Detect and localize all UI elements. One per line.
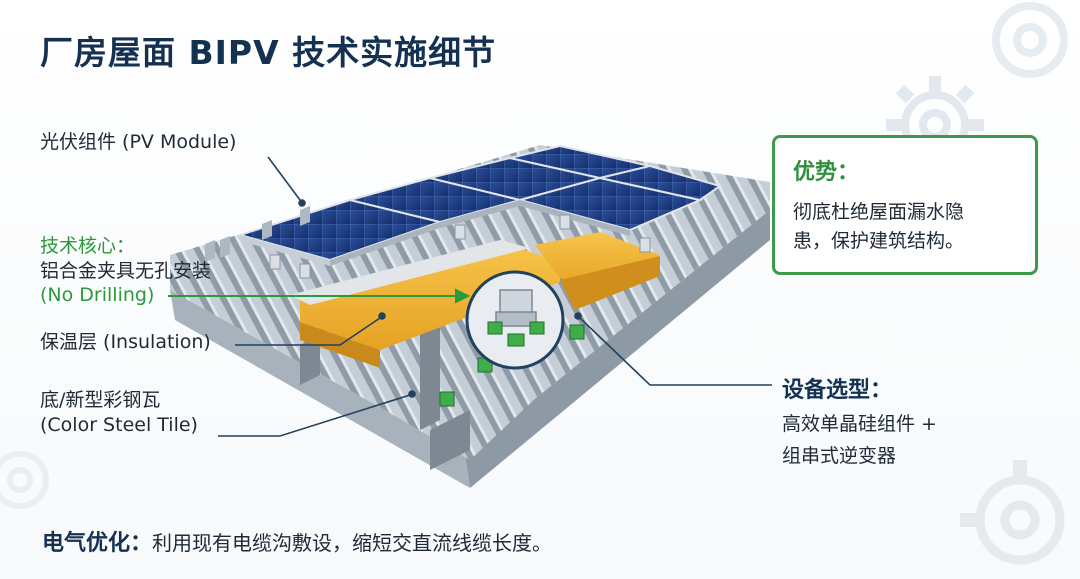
insulation-layer — [290, 232, 660, 368]
footer-title: 电气优化： — [42, 531, 153, 556]
core-note: (No Drilling) — [40, 284, 155, 307]
advantage-box: 优势： 彻底杜绝屋面漏水隐 患，保护建筑结构。 — [772, 135, 1038, 275]
equipment-title: 设备选型： — [782, 378, 893, 403]
callout-lines — [218, 156, 772, 437]
equipment-text: 高效单晶硅组件 + 组串式逆变器 — [782, 408, 937, 473]
label-pv-module: 光伏组件 (PV Module) — [40, 131, 237, 153]
equipment-line2: 组串式逆变器 — [782, 445, 897, 468]
no-drilling-arrow — [168, 288, 471, 304]
footer-text: 利用现有电缆沟敷设，缩短交直流线缆长度。 — [152, 531, 553, 555]
page-title: 厂房屋面 BIPV 技术实施细节 — [40, 33, 497, 72]
gear-icon — [960, 460, 1065, 565]
gear-icon — [0, 451, 49, 509]
label-steel-tile: 底/新型彩钢瓦 (Color Steel Tile) — [40, 388, 198, 437]
advantage-title: 优势： — [793, 160, 860, 185]
label-insulation: 保温层 (Insulation) — [40, 331, 211, 353]
advantage-line1: 彻底杜绝屋面漏水隐 — [793, 201, 965, 223]
steel-tile-line1: 底/新型彩钢瓦 — [40, 389, 161, 411]
advantage-line2: 患，保护建筑结构。 — [793, 230, 965, 253]
core-heading: 技术核心： — [40, 235, 136, 257]
footer-note: 电气优化：利用现有电缆沟敷设，缩短交直流线缆长度。 — [42, 525, 552, 557]
gear-icon — [992, 2, 1068, 78]
clamp-detail-magnifier — [465, 270, 565, 370]
steel-tile-line2: (Color Steel Tile) — [40, 413, 198, 436]
advantage-text: 彻底杜绝屋面漏水隐 患，保护建筑结构。 — [793, 198, 1019, 257]
core-line: 铝合金夹具无孔安装 — [40, 259, 212, 282]
label-core-technology: 技术核心： 铝合金夹具无孔安装 (No Drilling) — [40, 234, 211, 308]
pv-modules — [236, 144, 723, 279]
equipment-line1: 高效单晶硅组件 + — [782, 413, 937, 435]
